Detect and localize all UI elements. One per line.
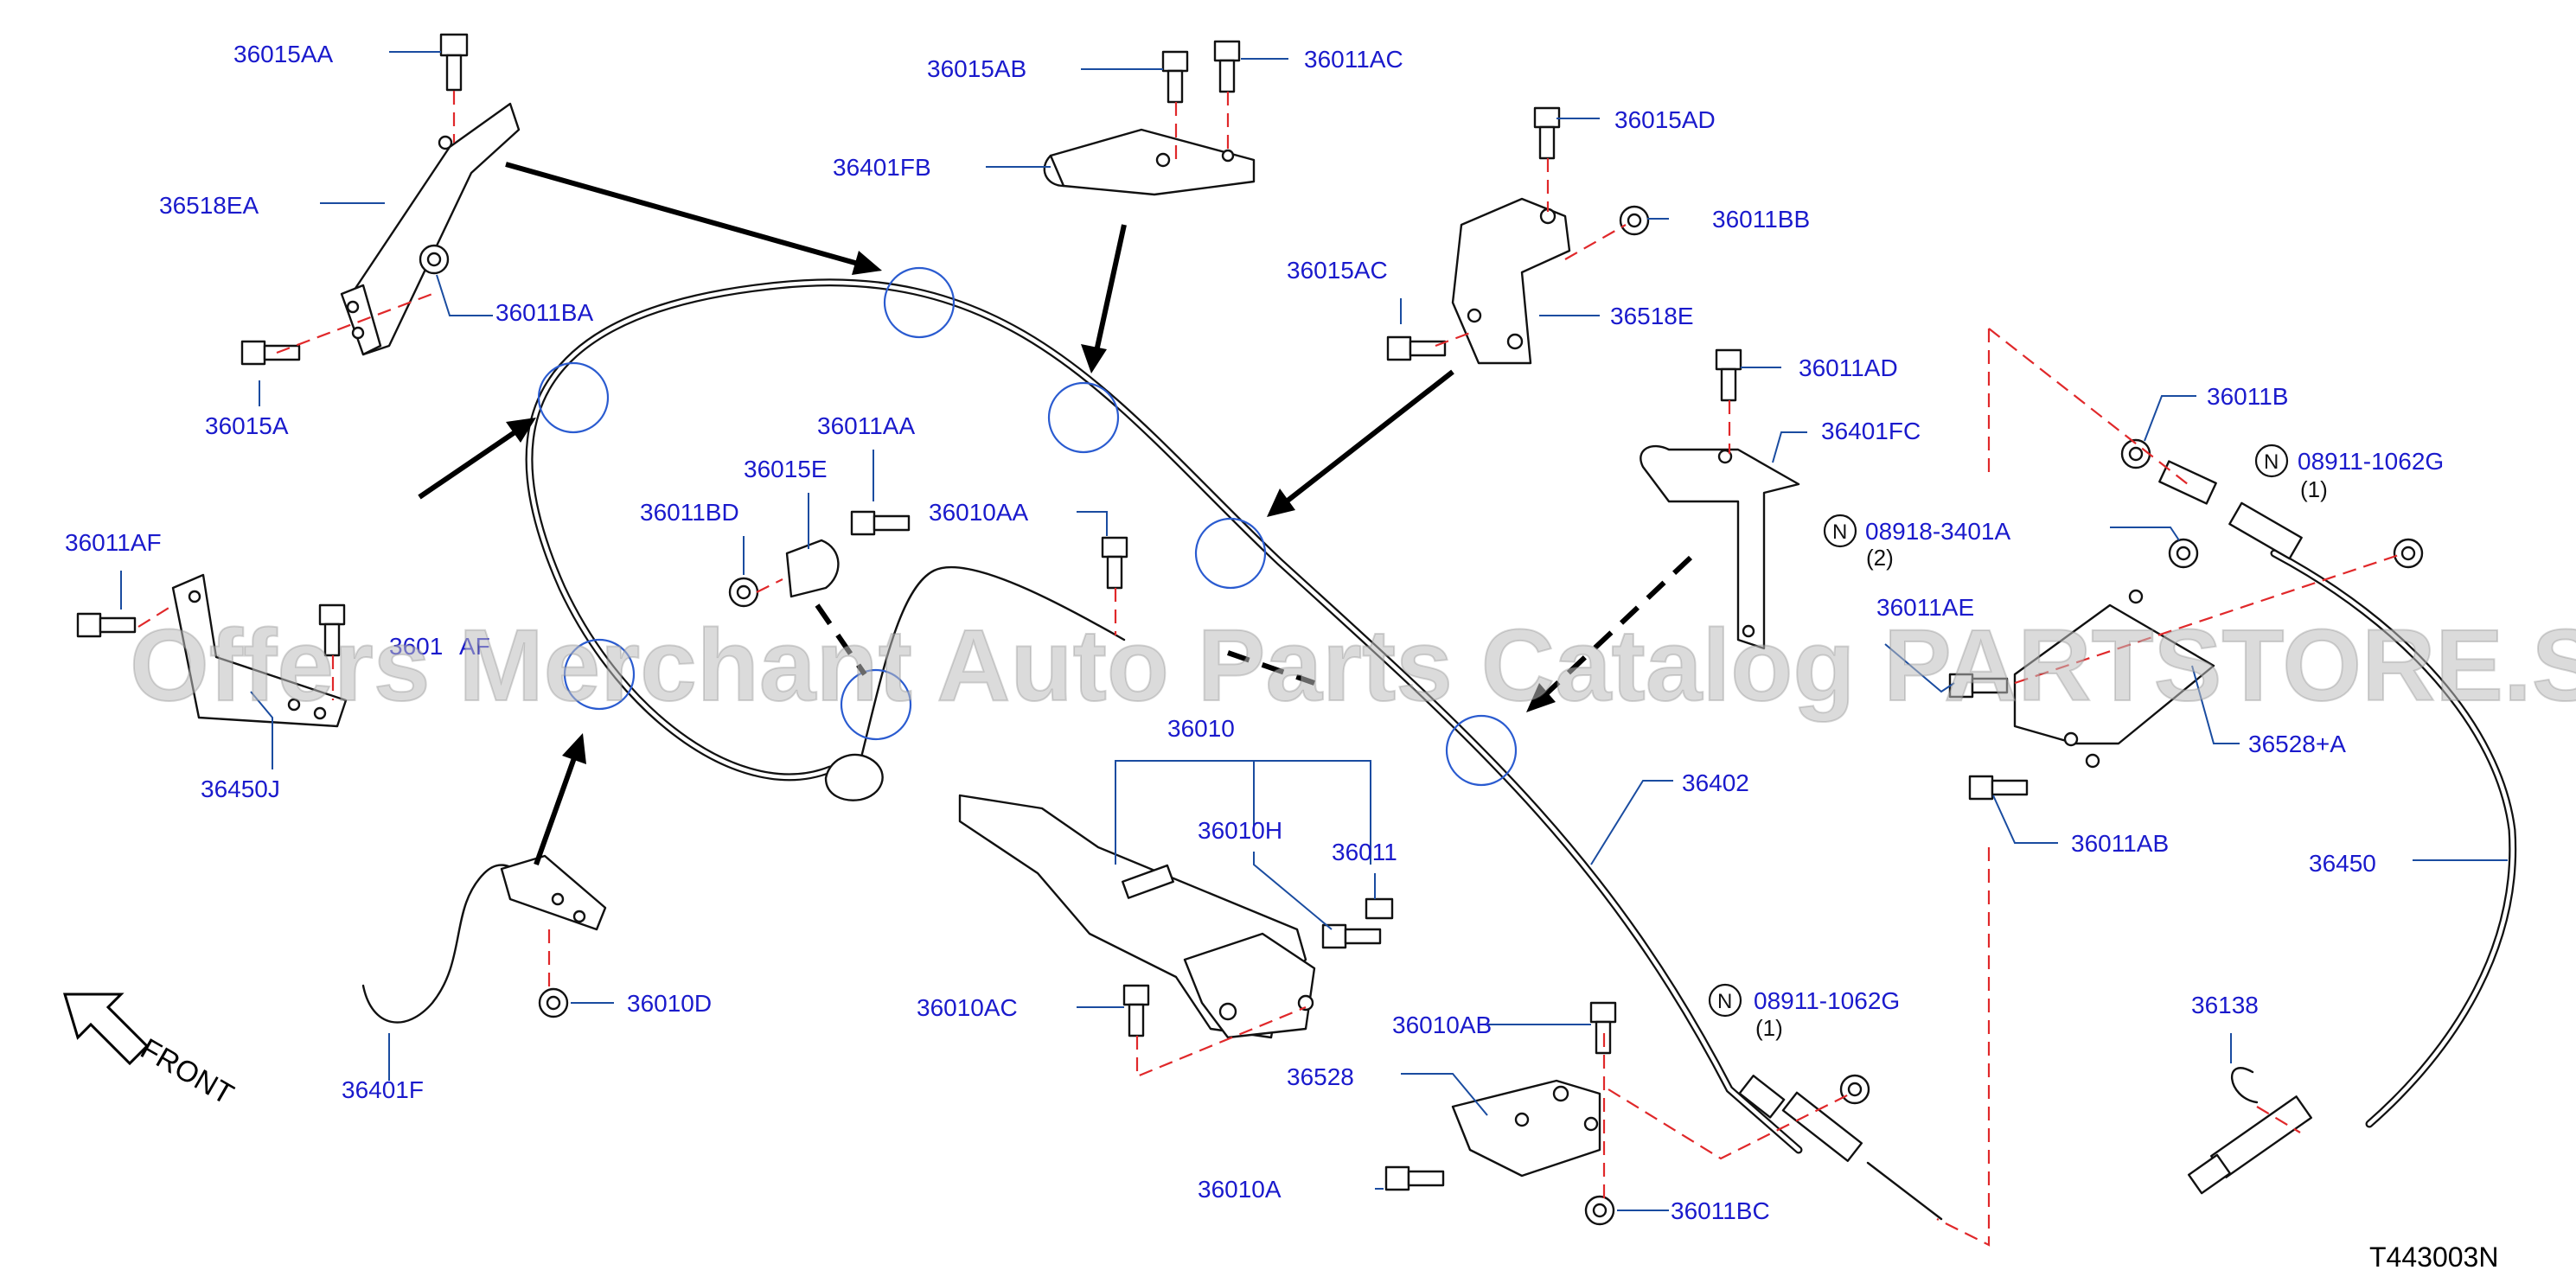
label-36015AC: 36015AC [1287,257,1388,284]
label-36450J: 36450J [201,776,280,802]
label-36011AC: 36011AC [1304,46,1403,73]
label-36518EA: 36518EA [159,192,259,219]
label-36450: 36450 [2309,850,2376,877]
callout-circles [537,266,1518,787]
bracket-36010AB [1451,1079,1601,1178]
label-36015AB: 36015AB [927,55,1026,82]
direction-arrows [418,162,1693,866]
label-36011AD: 36011AD [1799,354,1898,381]
label-36401FB: 36401FB [833,154,931,181]
label-36015AD: 36015AD [1614,106,1716,133]
clip-36015E [785,539,840,598]
label-36011: 36011 [1332,839,1397,865]
front-cable-36402 [525,278,1803,1154]
label-36015E: 36015E [744,456,828,482]
label-36138: 36138 [2191,992,2259,1018]
qty-08911-1062G-bottom: (1) [1755,1015,1783,1041]
label-08911-1062G-top: 08911-1062G [2298,448,2444,475]
label-36011BC: 36011BC [1671,1197,1770,1224]
label-36011AF: 36011AF [65,529,162,556]
bracket-36528A [2013,589,2215,769]
label-36011AB: 36011AB [2071,830,2169,857]
assembly-lines [137,91,2405,1247]
label-36010H: 36010H [1198,817,1282,844]
label-08911-1062G-bottom: 08911-1062G [1754,987,1900,1014]
label-36011BA: 36011BA [495,299,593,326]
clip-36138 [2231,1067,2259,1104]
label-36011AE: 36011AE [1876,594,1974,621]
rear-cable-36450 [2270,549,2517,1128]
qty-08911-1062G-top: (1) [2300,476,2328,502]
label-36011B: 36011B [2207,383,2288,410]
label-36011BD: 36011BD [640,499,739,526]
label-36015AA: 36015AA [233,41,334,67]
diagram-code: T443003N [2369,1242,2498,1273]
n-symbol: N [1717,990,1732,1013]
label-36518E: 36518E [1610,303,1694,329]
label-36011AF-partial-suffix: AF [459,633,490,660]
bracket-36518EA [340,102,521,356]
label-36011BB: 36011BB [1712,206,1810,233]
label-36010AA: 36010AA [929,499,1029,526]
label-36010D: 36010D [627,990,712,1017]
front-label: FRONT [135,1032,239,1111]
bolts [76,33,2029,1191]
label-36011AF-partial: 3601 [389,633,443,660]
lever-assembly-36010 [958,794,1316,1039]
label-36402: 36402 [1682,769,1749,796]
watermark: Offers Merchant Auto Parts Catalog PARTS… [130,609,2576,723]
label-36528A: 36528+A [2248,731,2346,757]
label-36401F: 36401F [342,1076,424,1103]
label-36010: 36010 [1167,715,1235,742]
part-labels: 36015AA 36518EA 36011BA 36015A 36015AB 3… [65,41,2444,1224]
n-symbol: N [2264,450,2279,474]
qty-08918-3401A: (2) [1866,545,1894,571]
bracket-36010D [500,854,607,931]
label-36011AA: 36011AA [817,412,915,439]
label-36528: 36528 [1287,1063,1354,1090]
cable-end-36402 [1738,1075,1943,1221]
front-indicator: FRONT [62,993,239,1111]
inner-cable-36010AA [824,565,1126,801]
label-36010AB: 36010AB [1392,1012,1492,1038]
label-36015A: 36015A [205,412,289,439]
cable-end-36450 [2158,460,2312,1195]
label-36010AC: 36010AC [917,994,1018,1021]
label-36401FC: 36401FC [1821,418,1921,444]
n-symbols: N N N [1708,444,2289,1018]
label-08918-3401A: 08918-3401A [1865,518,2010,545]
leader-lines [120,51,2508,1211]
n-symbol: N [1832,520,1847,544]
bracket-36518E [1451,197,1571,365]
cable-36401F [361,864,521,1024]
bracket-36401FB [1043,128,1256,196]
bracket-36450J [171,573,348,728]
bracket-36401FC [1640,444,1800,650]
label-36010A: 36010A [1198,1176,1282,1203]
